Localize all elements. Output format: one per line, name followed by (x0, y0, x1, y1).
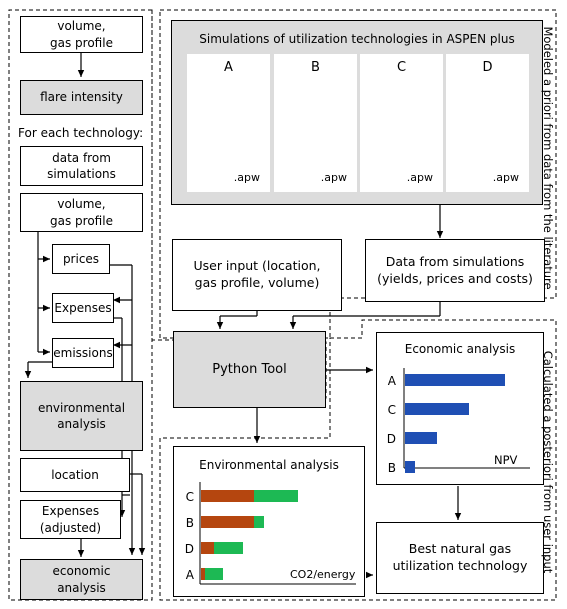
simulation-file-ext: .apw (320, 171, 347, 184)
environmental-analysis-panel: Environmental analysis (173, 446, 365, 597)
left-column-region (8, 9, 175, 601)
data-from-simulations-box: data from simulations (20, 146, 143, 186)
env-bar-c-segment-2 (254, 490, 298, 502)
econ-tick-label: C (388, 403, 396, 417)
main-flow-arrows (216, 205, 462, 579)
simulation-file-ext: .apw (233, 171, 260, 184)
aspen-title: Simulations of utilization technologies … (199, 32, 515, 46)
simulation-card-d: D .apw (446, 54, 529, 192)
user-input-box: User input (location, gas profile, volum… (172, 239, 342, 311)
env-bar-a-segment-2 (205, 568, 223, 580)
env-tick-label: B (186, 516, 194, 530)
env-bar-b-segment-2 (254, 516, 264, 528)
flare-intensity-box: flare intensity (20, 80, 143, 115)
economic-analysis-panel: Economic analysis (376, 332, 544, 485)
economic-analysis-box: economic analysis (20, 559, 143, 600)
simulation-file-ext: .apw (406, 171, 433, 184)
simulation-letter: D (482, 60, 493, 75)
a-posteriori-side-label: Calculated a posteriori from user input (541, 350, 555, 574)
volume-gas-profile-box: volume, gas profile (20, 16, 143, 53)
simulation-letter: B (311, 60, 320, 75)
location-box: location (20, 458, 130, 492)
a-posteriori-region (159, 319, 557, 601)
expenses-box: Expenses (52, 293, 114, 323)
best-technology-box: Best natural gas utilization technology (376, 522, 544, 594)
env-tick-label: D (185, 542, 194, 556)
simulation-letter: C (396, 60, 407, 75)
emissions-box: emissions (52, 338, 114, 368)
python-tool-box: Python Tool (173, 331, 326, 408)
simulation-card-a: A .apw (187, 54, 270, 192)
env-bar-a-segment-1 (201, 568, 205, 580)
volume-gas-profile-box-2: volume, gas profile (20, 193, 143, 232)
environmental-analysis-title: Environmental analysis (199, 458, 339, 472)
environmental-analysis-box: environmental analysis (20, 381, 143, 451)
prices-box: prices (52, 244, 110, 274)
econ-tick-label: D (387, 432, 396, 446)
simulation-card-b: B .apw (274, 54, 357, 192)
econ-bar-d (405, 432, 437, 444)
env-tick-label: A (186, 568, 195, 582)
env-bar-b-segment-1 (201, 516, 254, 528)
for-each-technology-label: For each technology: (18, 126, 144, 140)
econ-bar-c (405, 403, 469, 415)
co2-energy-axis-label: CO2/energy (290, 568, 356, 581)
env-bar-d-segment-1 (201, 542, 214, 554)
simulation-file-ext: .apw (492, 171, 519, 184)
env-bar-d-segment-2 (214, 542, 243, 554)
data-from-simulations-main-box: Data from simulations (yields, prices an… (365, 239, 545, 302)
economic-analysis-title: Economic analysis (404, 342, 516, 356)
economic-analysis-chart: A C D B (387, 368, 530, 475)
env-bar-c-segment-1 (201, 490, 254, 502)
expenses-adjusted-box: Expenses (adjusted) (20, 500, 121, 539)
econ-bar-a (405, 374, 505, 386)
a-priori-side-label: Modeled a priori from data from the lite… (541, 26, 555, 290)
econ-tick-label: B (388, 461, 396, 475)
econ-bar-b (405, 461, 415, 473)
env-tick-label: C (186, 490, 194, 504)
econ-tick-label: A (388, 374, 397, 388)
simulation-card-c: C .apw (360, 54, 443, 192)
npv-axis-label: NPV (494, 453, 518, 467)
simulation-letter: A (224, 60, 233, 75)
